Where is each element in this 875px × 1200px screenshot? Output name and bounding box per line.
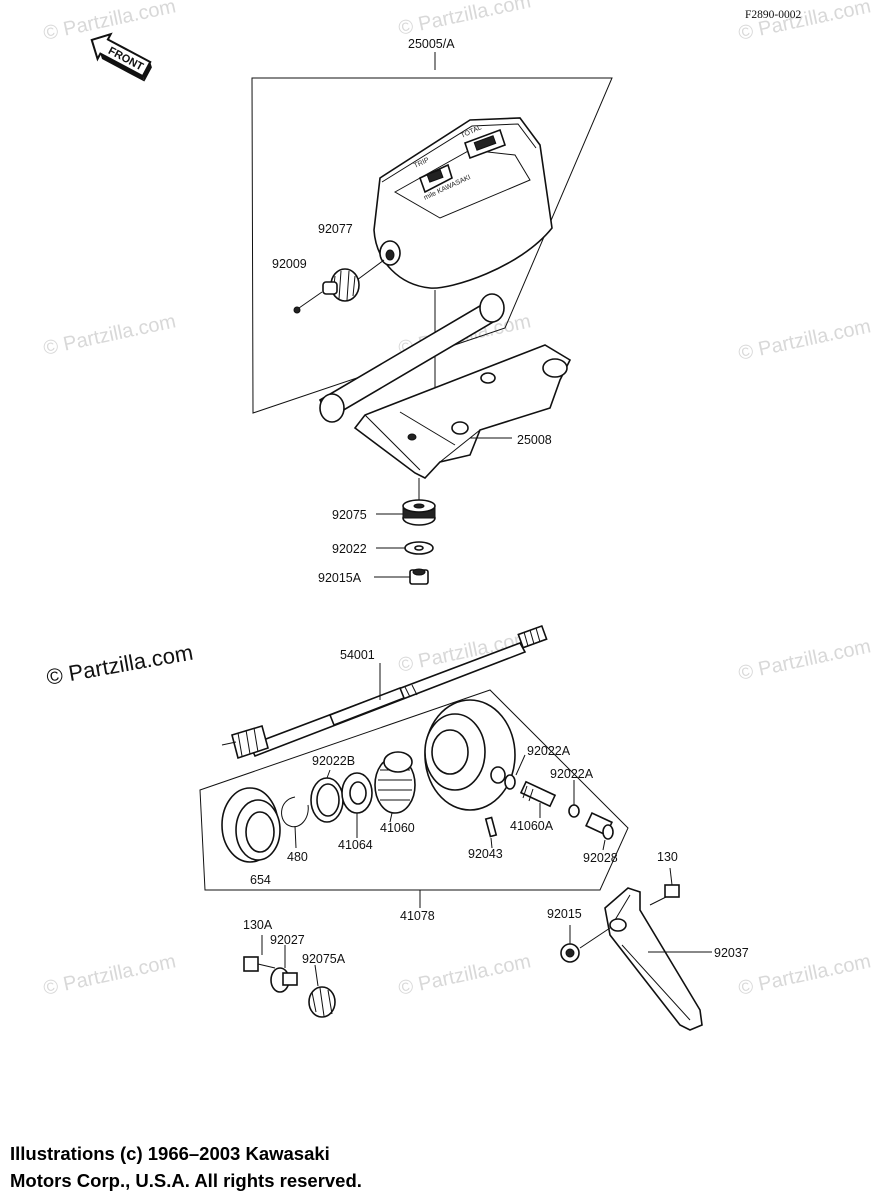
- label-meter-assy: 25005/A: [408, 37, 455, 51]
- reset-knob: [322, 259, 385, 302]
- label-nut: 92015A: [318, 571, 362, 585]
- nut-92015: [560, 925, 611, 963]
- bolt-a: [243, 935, 276, 972]
- washer-a-2: [568, 780, 580, 818]
- watermark: © Partzilla.com: [41, 950, 177, 1000]
- washer-a: [504, 754, 526, 790]
- label-seal: 654: [250, 873, 271, 887]
- watermark: © Partzilla.com: [41, 310, 177, 360]
- label-stopper: 92037: [714, 946, 749, 960]
- collar: [270, 945, 298, 993]
- label-collar: 92027: [270, 933, 305, 947]
- label-grommet: 92075: [332, 508, 367, 522]
- copyright-line: Motors Corp., U.S.A. All rights reserved…: [10, 1170, 362, 1191]
- bushing: [585, 811, 614, 851]
- label-washer-a-2: 92022A: [550, 767, 594, 781]
- washer: [404, 541, 434, 555]
- label-gear-box-assy: 41078: [400, 909, 435, 923]
- stopper-arm: [604, 887, 710, 1031]
- watermark: © Partzilla.com: [736, 635, 872, 685]
- pin: [484, 816, 498, 849]
- label-pinion: 41060A: [510, 819, 554, 833]
- circlip: [281, 796, 309, 849]
- gear-box-frame: [199, 689, 629, 891]
- label-washer-a: 92022A: [527, 744, 571, 758]
- washer-b: [310, 769, 344, 823]
- pinion-gear: [519, 780, 557, 818]
- label-knob: 92077: [318, 222, 353, 236]
- label-washer-b: 92022B: [312, 754, 355, 768]
- front-arrow-icon: FRONT: [90, 32, 152, 82]
- label-circlip: 480: [287, 850, 308, 864]
- watermark-prominent: © Partzilla.com: [45, 640, 195, 690]
- drive-gear: [374, 751, 416, 823]
- nut: [409, 568, 429, 585]
- watermark: © Partzilla.com: [736, 0, 872, 45]
- label-washer: 92022: [332, 542, 367, 556]
- label-knob-screw: 92009: [272, 257, 307, 271]
- speedometer-housing: TRIP TOTAL mile KAWASAKI: [373, 117, 553, 289]
- oil-seal: [221, 787, 281, 863]
- gear-housing: [424, 699, 516, 811]
- label-bolt-a: 130A: [243, 918, 273, 932]
- label-cable: 54001: [340, 648, 375, 662]
- speedometer-cable: [221, 624, 548, 760]
- label-bushing: 92028: [583, 851, 618, 865]
- grommet: [402, 499, 436, 526]
- watermark: © Partzilla.com: [736, 950, 872, 1000]
- copyright-notice: Illustrations (c) 1966–2003 Kawasaki Mot…: [10, 1140, 610, 1194]
- bolt: [649, 867, 680, 906]
- copyright-line: Illustrations (c) 1966–2003 Kawasaki: [10, 1143, 330, 1164]
- watermark: © Partzilla.com: [396, 950, 532, 1000]
- label-pin: 92043: [468, 847, 503, 861]
- label-nut-92015: 92015: [547, 907, 582, 921]
- watermark: © Partzilla.com: [396, 0, 532, 40]
- watermark: © Partzilla.com: [736, 315, 872, 365]
- leader-lines: [374, 437, 712, 953]
- label-washer-41064: 41064: [338, 838, 373, 852]
- label-grommet-a: 92075A: [302, 952, 346, 966]
- label-bolt: 130: [657, 850, 678, 864]
- meter-bracket: [318, 293, 572, 479]
- washer-41064: [341, 772, 373, 838]
- label-bracket: 25008: [517, 433, 552, 447]
- label-gear: 41060: [380, 821, 415, 835]
- figure-id: F2890-0002: [745, 9, 801, 21]
- grommet-a: [308, 964, 336, 1018]
- knob-screw: [293, 291, 323, 314]
- part-labels: 25005/A 92077 92009 25008 92075 92022 92…: [243, 37, 749, 966]
